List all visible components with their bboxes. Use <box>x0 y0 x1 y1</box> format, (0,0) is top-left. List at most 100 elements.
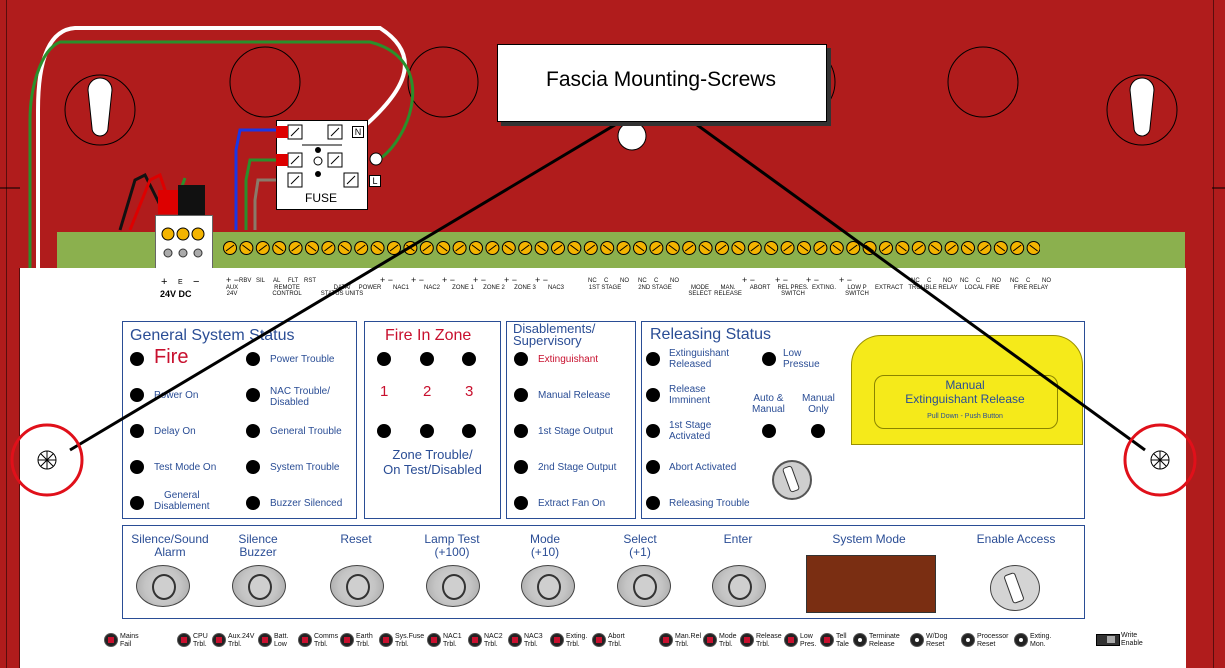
terminal-screw-slot <box>389 244 399 252</box>
stage1-activated-label: 1st Stage Activated <box>669 420 712 442</box>
terminal-screw-slot <box>570 244 579 252</box>
terminal-screw-slot <box>881 244 891 252</box>
terminal-screw-slot <box>996 244 1006 252</box>
fire-label: Fire <box>154 346 189 368</box>
terminal-label-zone3: ZONE 3 <box>514 285 536 291</box>
nac-trouble-led <box>246 388 260 402</box>
status-label-comms: Comms Trbl. <box>314 633 339 648</box>
terminal-screw-slot <box>783 244 792 252</box>
silence-buzzer-button[interactable] <box>232 565 286 607</box>
disablement-label: 1st Stage Output <box>538 426 614 437</box>
system-mode-display <box>806 555 936 613</box>
terminal-label-fire_relay: FIRE RELAY <box>1013 285 1049 291</box>
status-label-batt: Batt. Low <box>274 633 289 648</box>
abort-activated-label: Abort Activated <box>669 462 737 473</box>
status-led-processor <box>961 633 975 647</box>
terminal-label-extract: EXTRACT <box>874 285 903 291</box>
status-label-exting: Exting. Trbl. <box>566 633 588 648</box>
status-led-terminate <box>853 633 867 647</box>
status-label-terminate: Terminate Release <box>869 633 900 648</box>
disablement-label: Extract Fan On <box>538 498 606 509</box>
status-led-manrel <box>659 633 673 647</box>
releasing-trouble-label: Releasing Trouble <box>669 498 750 509</box>
test-mode-label: Test Mode On <box>154 462 217 473</box>
terminal-label-man: MAN. RELEASE <box>714 285 742 297</box>
status-label-mains_fail: Mains Fail <box>120 633 139 648</box>
mode-label: Mode (+10) <box>529 532 561 559</box>
disablement-label: 2nd Stage Output <box>538 462 617 473</box>
status-label-cpu: CPU Trbl. <box>193 633 208 648</box>
auto-manual-led <box>762 424 776 438</box>
terminal-polarity: + − <box>473 275 487 285</box>
zone1-fire-led <box>377 352 391 366</box>
wire-white <box>36 26 407 268</box>
terminal-screw-slot <box>504 244 514 252</box>
auto-manual-label: Auto & Manual <box>752 393 785 415</box>
status-led-cpu <box>177 633 191 647</box>
status-label-abort: Abort Trbl. <box>608 633 625 648</box>
terminal-label-no: NO <box>620 278 629 284</box>
terminal-screw-slot <box>422 244 432 252</box>
power-on-label: Power On <box>154 390 199 401</box>
reset-button[interactable] <box>330 565 384 607</box>
silence-sound-button[interactable] <box>136 565 190 607</box>
enter-button[interactable] <box>712 565 766 607</box>
zone2-fire-led <box>420 352 434 366</box>
terminal-label-nac1: NAC1 <box>392 285 409 291</box>
terminal-label-nc: NC <box>960 278 969 284</box>
terminal-label-zone1: ZONE 1 <box>452 285 474 291</box>
buzzer-silenced-led <box>246 496 260 510</box>
terminal-polarity: + − <box>411 275 425 285</box>
terminal-screw-slot <box>373 244 382 252</box>
silence-sound-label: Silence/Sound Alarm <box>131 532 209 559</box>
delay-on-led <box>130 424 144 438</box>
terminal-label-no: NO <box>943 278 952 284</box>
status-label-processor: Processor Reset <box>977 633 1009 648</box>
release-imminent-label: Release Imminent <box>669 384 711 406</box>
status-label-low_pres: Low Pres. <box>800 633 817 648</box>
fuse-terminals <box>276 124 383 188</box>
terminal-screw-slot <box>734 244 743 252</box>
terminal-label-remote: REMOTE CONTROL <box>272 285 302 297</box>
terminal-label-c: C <box>604 278 609 284</box>
terminal-screw-slot <box>455 244 464 252</box>
terminal-screw-slot <box>291 244 300 252</box>
terminal-label-stage2: 2ND STAGE <box>638 285 672 291</box>
lamp-test-button[interactable] <box>426 565 480 607</box>
disablement-label: Manual Release <box>538 390 611 401</box>
status-led-nac2 <box>468 633 482 647</box>
terminal-label-exting: EXTING. <box>811 285 836 291</box>
terminal-label-al: AL <box>273 278 281 284</box>
terminal-screw-slot <box>619 244 628 252</box>
silence-buzzer-label: Silence Buzzer <box>238 532 278 559</box>
live-label: L <box>369 175 381 187</box>
terminal-screw-slot <box>274 244 284 252</box>
terminal-screw-slot <box>865 244 874 252</box>
general-trouble-label: General Trouble <box>270 426 342 437</box>
status-led-exting_mon <box>1014 633 1028 647</box>
center-hole <box>617 121 647 151</box>
terminal-polarity: + − <box>535 275 549 285</box>
status-led-earth <box>340 633 354 647</box>
status-label-aux24: Aux.24V Trbl. <box>228 633 255 648</box>
disablement-led <box>514 388 528 402</box>
terminal-label-sil: SIL <box>256 278 266 284</box>
mode-button[interactable] <box>521 565 575 607</box>
releasing-trouble-led <box>646 496 660 510</box>
terminal-screw-slot <box>898 244 907 252</box>
select-button[interactable] <box>617 565 671 607</box>
terminal-screw-slot <box>340 244 350 252</box>
status-led-exting <box>550 633 564 647</box>
terminal-label-no: NO <box>670 278 679 284</box>
disablement-led <box>514 460 528 474</box>
terminal-screw-slot <box>914 244 924 252</box>
releasing-status-title: Releasing Status <box>650 326 771 343</box>
test-mode-led <box>130 460 144 474</box>
knockout-1 <box>229 46 301 118</box>
manual-release-inner <box>874 375 1058 429</box>
manual-release-cover[interactable] <box>851 335 1083 445</box>
terminal-label-c: C <box>1026 278 1031 284</box>
terminal-screw-slot <box>356 244 366 252</box>
power-on-led <box>130 388 144 402</box>
status-led-release <box>740 633 754 647</box>
